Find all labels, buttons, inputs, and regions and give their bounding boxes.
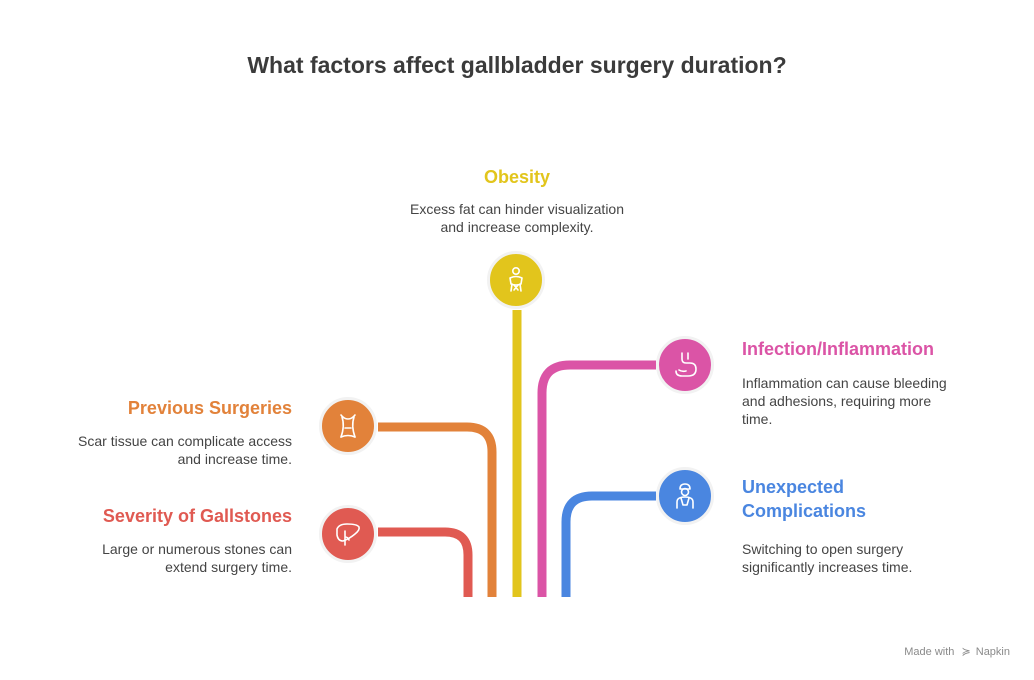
torso-icon (340, 414, 356, 438)
complications-title-line: Unexpected (742, 477, 845, 497)
made-with-napkin: Made with ≽ Napkin (904, 645, 1010, 658)
infection-description: Inflammation can cause bleeding and adhe… (742, 374, 1012, 428)
infection-desc-line: time. (742, 411, 773, 427)
complications-desc-line: significantly increases time. (742, 559, 913, 575)
connector-infection (537, 360, 656, 597)
severity-desc-line: extend surgery time. (165, 559, 292, 575)
liver-icon (336, 523, 360, 546)
complications-circle (656, 467, 714, 525)
napkin-logo-icon: ≽ (961, 646, 971, 658)
connector-severity (378, 527, 473, 597)
made-with-label: Made with (904, 646, 955, 658)
obesity-description: Excess fat can hinder visualization and … (367, 200, 667, 236)
napkin-brand-label: Napkin (975, 646, 1010, 658)
previous-title: Previous Surgeries (127, 398, 292, 418)
previous-desc-line: and increase time. (177, 451, 292, 467)
previous-circle (319, 397, 377, 455)
complications-description: Switching to open surgery significantly … (742, 540, 1002, 576)
severity-desc-line: Large or numerous stones can (102, 541, 292, 557)
infection-desc-line: Inflammation can cause bleeding (742, 375, 947, 391)
infection-desc-line: and adhesions, requiring more (742, 393, 932, 409)
severity-circle (319, 505, 377, 563)
previous-description: Scar tissue can complicate access and in… (22, 432, 292, 468)
obesity-circle (487, 251, 545, 309)
page-title: What factors affect gallbladder surgery … (247, 52, 787, 78)
obesity-desc-line: and increase complexity. (440, 219, 594, 235)
complications-title: Unexpected Complications (742, 475, 1002, 523)
severity-description: Large or numerous stones can extend surg… (22, 540, 292, 576)
infection-circle (656, 336, 714, 394)
person-icon (509, 266, 523, 292)
previous-desc-line: Scar tissue can complicate access (78, 433, 292, 449)
obesity-title: Obesity (483, 167, 551, 187)
complications-desc-line: Switching to open surgery (742, 541, 904, 557)
surgeon-icon (676, 483, 694, 509)
complications-title-line: Complications (742, 501, 867, 521)
stomach-icon (675, 352, 697, 377)
infection-title: Infection/Inflammation (742, 339, 935, 359)
severity-title: Severity of Gallstones (102, 506, 292, 526)
obesity-desc-line: Excess fat can hinder visualization (410, 201, 624, 217)
connector-complications (561, 491, 656, 597)
connector-previous (378, 422, 497, 597)
